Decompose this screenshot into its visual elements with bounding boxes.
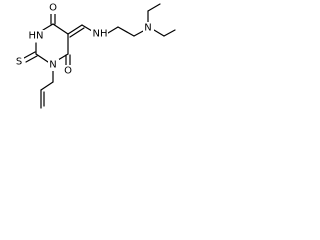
bond-ch2-ch2 xyxy=(117,26,135,37)
bond-ch2-ch xyxy=(40,81,54,91)
bond-c2-s-b xyxy=(25,55,38,63)
bond-c4-c5 xyxy=(52,23,69,35)
bond-ch-nh xyxy=(81,24,93,32)
atom-n-amine: N xyxy=(144,23,151,34)
bond-c2-s-a xyxy=(23,51,36,59)
chemical-structure: O HN NH N S N O xyxy=(14,3,176,109)
atom-labels: O HN NH N S N O xyxy=(14,3,154,77)
atom-n-ring: N xyxy=(49,60,56,71)
bond-n3-c4 xyxy=(42,23,54,31)
bond-n-ethyl2-a xyxy=(153,29,165,37)
bond-c5-ch-a xyxy=(67,24,83,35)
atom-s: S xyxy=(16,57,22,68)
bond-n-ethyl2-b xyxy=(163,29,176,37)
bond-n1-c2 xyxy=(35,53,49,63)
atom-o-top: O xyxy=(49,3,57,14)
allyl-bonds xyxy=(40,70,54,109)
atom-o-bottom: O xyxy=(64,66,72,77)
bond-n-ethyl1-b xyxy=(147,3,161,12)
bond-c5-ch-b xyxy=(69,27,85,38)
side-chain-bonds xyxy=(67,3,176,38)
bond-nh-ch2 xyxy=(107,26,119,34)
double-bonds xyxy=(23,12,71,67)
atom-nh-link: NH xyxy=(93,29,108,40)
atom-nh-ring: HN xyxy=(29,31,44,42)
